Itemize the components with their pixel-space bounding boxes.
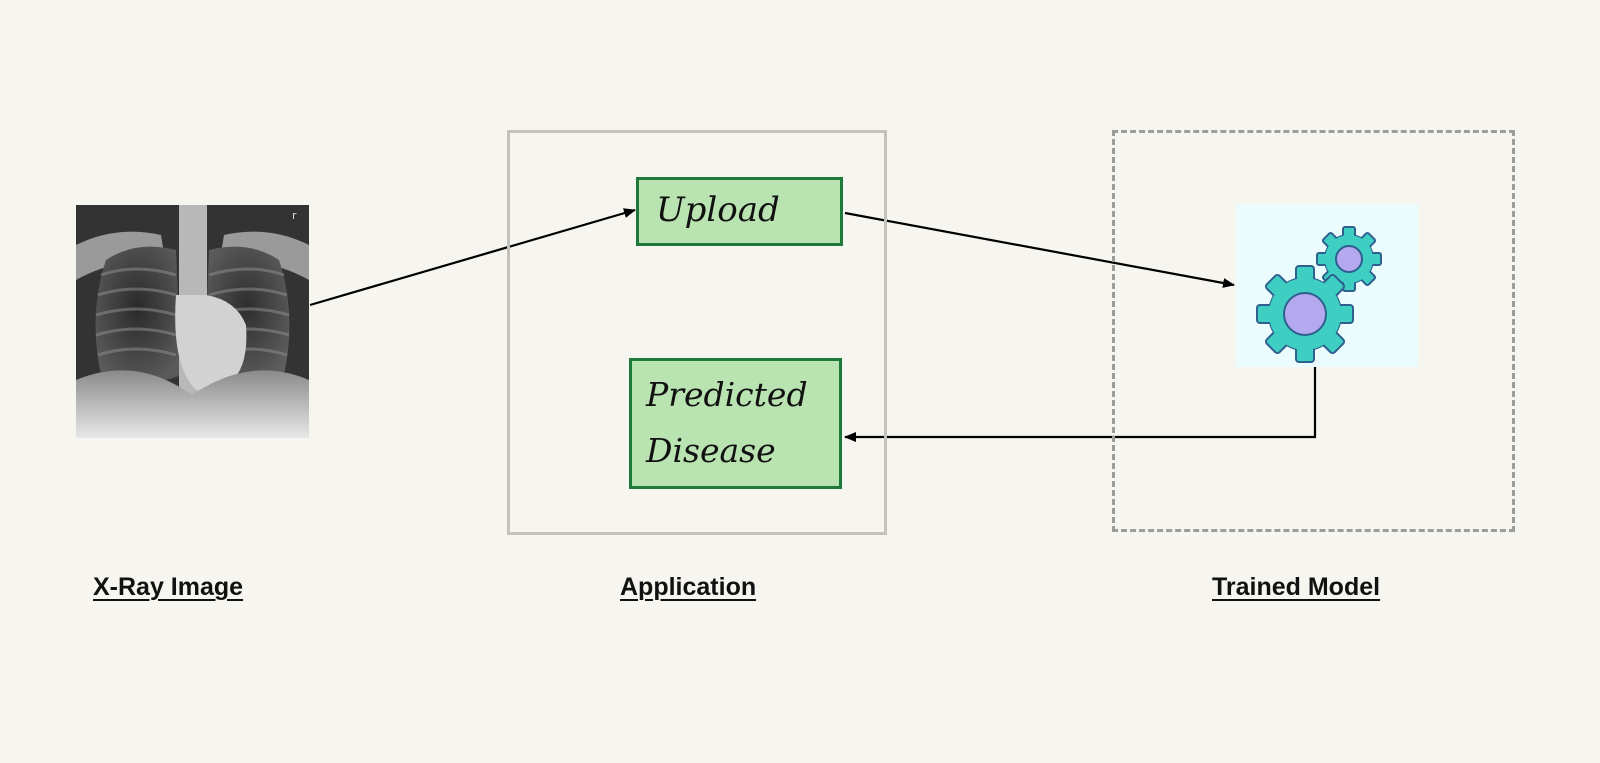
application-container <box>507 130 887 535</box>
arrow-model-to-predicted <box>844 360 1317 442</box>
predicted-disease-box: Predicted Disease <box>629 358 842 489</box>
upload-label: Upload <box>656 190 780 230</box>
chest-xray-image: r <box>76 205 309 438</box>
arrow-xray-to-upload <box>309 208 636 307</box>
upload-box[interactable]: Upload <box>636 177 843 246</box>
arrow-upload-to-model <box>844 211 1235 288</box>
caption-trained-model: Trained Model <box>1212 573 1381 601</box>
gears-icon <box>1236 204 1418 367</box>
predicted-label-line2: Disease <box>646 431 776 470</box>
caption-application: Application <box>620 573 757 601</box>
caption-xray-image: X-Ray Image <box>93 573 244 601</box>
svg-text:r: r <box>292 209 297 222</box>
predicted-label-line1: Predicted <box>646 375 808 414</box>
trained-model-container <box>1112 130 1515 532</box>
